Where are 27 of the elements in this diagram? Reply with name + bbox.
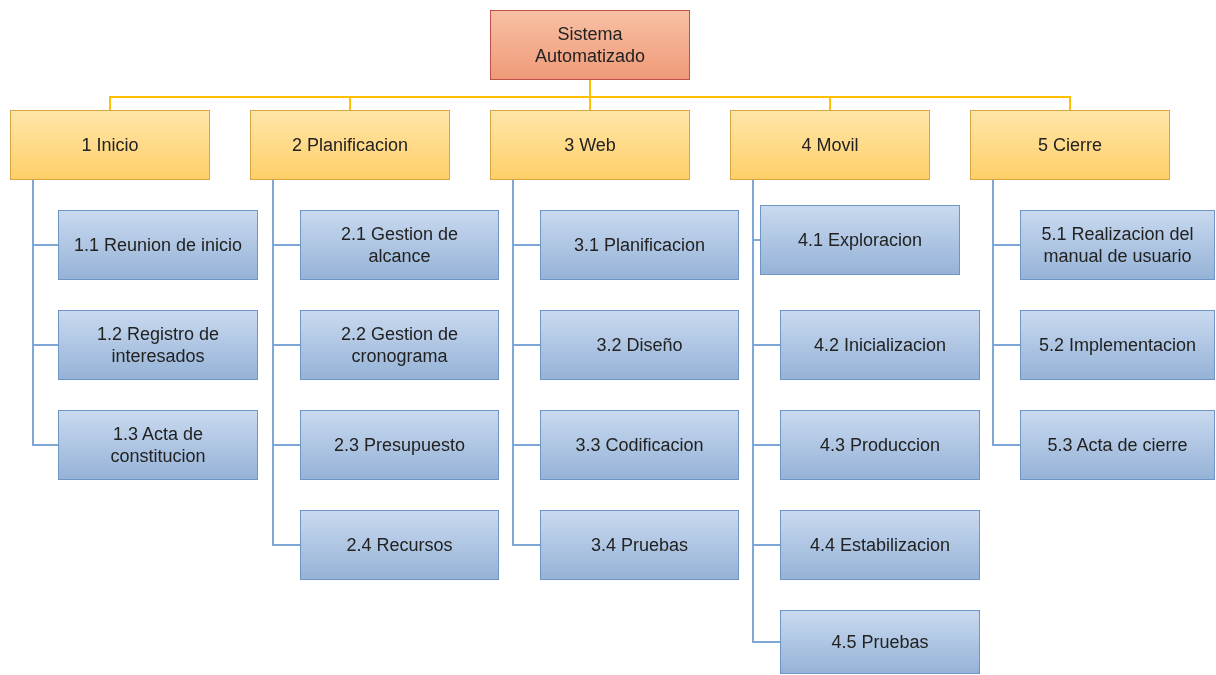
task-box: 2.4 Recursos [300,510,499,580]
task-box: 1.1 Reunion de inicio [58,210,258,280]
task-box: 4.1 Exploracion [760,205,960,275]
task-box: 5.1 Realizacion del manual de usuario [1020,210,1215,280]
task-box: 4.5 Pruebas [780,610,980,674]
task-box: 4.3 Produccion [780,410,980,480]
phase-box: 5 Cierre [970,110,1170,180]
phase-box: 1 Inicio [10,110,210,180]
connector-line [32,179,59,446]
task-box: 5.3 Acta de cierre [1020,410,1215,480]
task-box: 1.2 Registro de interesados [58,310,258,380]
phase-box: 3 Web [490,110,690,180]
task-box: 3.4 Pruebas [540,510,739,580]
task-box: 2.2 Gestion de cronograma [300,310,499,380]
task-box: 5.2 Implementacion [1020,310,1215,380]
task-box: 2.3 Presupuesto [300,410,499,480]
task-box: 1.3 Acta de constitucion [58,410,258,480]
task-box: 3.2 Diseño [540,310,739,380]
phase-box: 4 Movil [730,110,930,180]
task-box: 3.1 Planificacion [540,210,739,280]
task-box: 4.2 Inicializacion [780,310,980,380]
phase-box: 2 Planificacion [250,110,450,180]
task-box: 2.1 Gestion de alcance [300,210,499,280]
task-box: 4.4 Estabilizacion [780,510,980,580]
task-box: 3.3 Codificacion [540,410,739,480]
root-box: Sistema Automatizado [490,10,690,80]
connector-line [992,179,1021,446]
